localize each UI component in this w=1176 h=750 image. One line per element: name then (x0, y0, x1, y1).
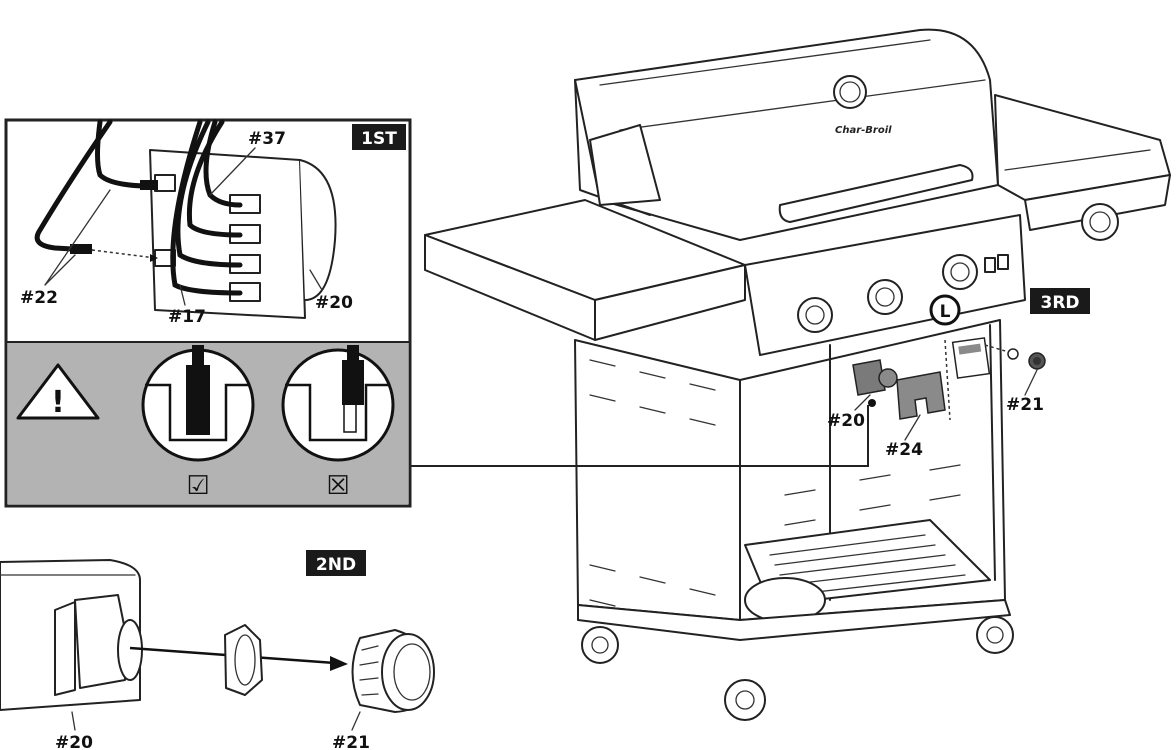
leader-grill-21 (1024, 369, 1038, 396)
label-detail-21: #21 (332, 733, 370, 750)
svg-text:!: ! (51, 385, 65, 420)
panel-button-2 (997, 254, 1009, 270)
label-grill-24: #24 (885, 440, 923, 460)
label-grill-20: #20 (827, 411, 865, 431)
brand-logo: Char-Broil (835, 125, 892, 136)
svg-text:2ND: 2ND (316, 555, 356, 575)
cart-left-panel (574, 339, 741, 621)
inset-connector-dot (868, 399, 876, 407)
label-inset-37: #37 (248, 129, 286, 149)
wire-22a (34, 119, 113, 253)
lid-side-panel (589, 124, 661, 206)
detail-module-20 (0, 559, 143, 711)
step-badge-3rd: 3RD (1030, 288, 1090, 314)
wire-17 (170, 119, 243, 296)
leader-detail-20 (71, 711, 76, 731)
burner-knob-2 (867, 279, 903, 315)
grill-part-bracket-24 (896, 371, 946, 420)
check-correct-icon: ☑ (186, 471, 209, 501)
label-grill-21: #21 (1006, 395, 1044, 415)
wheel-front-left (581, 626, 619, 664)
grill-illustration: Char-Broil (424, 28, 1171, 721)
inset-connector-line (410, 405, 869, 467)
burner-knob-1 (797, 297, 833, 333)
leader-grill-24 (904, 414, 921, 441)
inset-panel-first-step: #22 #37 #17 #20 1ST ! (4, 118, 412, 508)
step-badge-2nd: 2ND (306, 550, 366, 576)
assembly-path-21 (984, 344, 1013, 354)
callout-letter: L (940, 302, 951, 322)
wire-22b (95, 119, 148, 189)
detail-knob-21 (351, 629, 435, 713)
cart-base (577, 599, 1011, 641)
label-inset-20: #20 (315, 293, 353, 313)
assembly-path-module (944, 339, 951, 421)
step-badge-1st: 1ST (352, 124, 406, 150)
label-inset-22: #22 (20, 288, 58, 308)
side-burner-knob (1081, 203, 1119, 241)
check-incorrect-icon: ☒ (326, 471, 349, 501)
incorrect-connection-detail (281, 345, 395, 462)
leader-detail-21 (351, 711, 361, 731)
panel-button-1 (984, 257, 996, 273)
correct-connection-detail (141, 345, 255, 462)
leader-grill-20 (854, 394, 871, 411)
burner-knob-3 (942, 254, 978, 290)
wheel-rear-right (976, 616, 1014, 654)
warning-triangle-icon: ! (16, 363, 100, 420)
thermometer-icon (833, 75, 867, 109)
callout-circle-l: L (929, 294, 961, 326)
grill-part-module-installed (951, 337, 991, 379)
grill-part-ignitor-20 (852, 359, 898, 396)
label-detail-20: #20 (55, 733, 93, 750)
svg-text:3RD: 3RD (1040, 293, 1079, 313)
connect-arrow-22 (91, 249, 156, 259)
svg-text:1ST: 1ST (361, 129, 397, 149)
label-inset-17: #17 (168, 307, 206, 327)
lid-handle (778, 164, 974, 223)
grill-nut-icon (1007, 348, 1019, 360)
detail-hex-nut (224, 624, 263, 696)
wheel-front-right (724, 679, 766, 721)
